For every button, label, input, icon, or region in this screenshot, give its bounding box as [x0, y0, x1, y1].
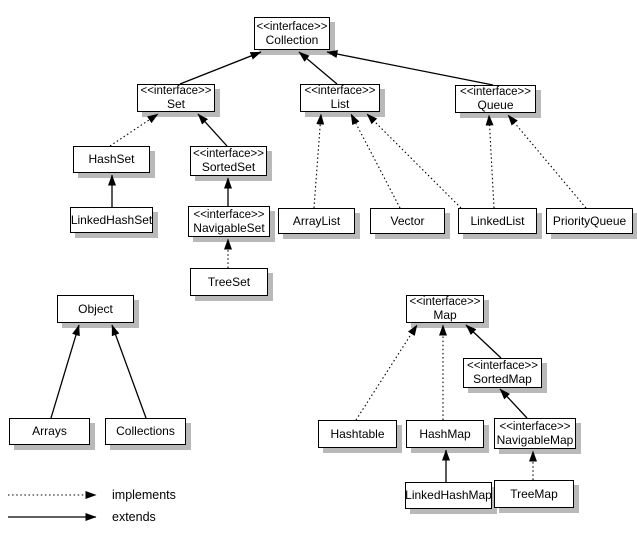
- node-list-name: List: [330, 97, 350, 111]
- node-vector: Vector: [370, 208, 445, 234]
- node-treeset: TreeSet: [190, 268, 268, 296]
- node-queue-stereotype: <<interface>>: [460, 86, 531, 98]
- node-sortedset-name: SortedSet: [201, 160, 256, 174]
- edge-queue-extends-collection: [326, 50, 494, 86]
- node-navigablemap-stereotype: <<interface>>: [499, 420, 571, 433]
- node-collection-stereotype: <<interface>>: [256, 20, 328, 33]
- edge-arraylist-implements-list: [313, 113, 325, 209]
- edge-vector-implements-list: [350, 113, 401, 209]
- legend-implements-label: implements: [112, 488, 176, 502]
- edge-linkedlist-implements-list: [366, 113, 462, 209]
- edge-sortedmap-extends-map: [465, 324, 502, 359]
- node-object-name: Object: [78, 301, 113, 316]
- node-list-stereotype: <<interface>>: [304, 85, 376, 97]
- node-hashtable-name: Hashtable: [330, 426, 385, 441]
- node-map-stereotype: <<interface>>: [409, 296, 481, 308]
- node-linkedlist-name: LinkedList: [470, 213, 525, 228]
- edge-list-extends-collection: [298, 51, 338, 85]
- node-queue-name: Queue: [477, 98, 514, 112]
- node-priorityqueue-name: PriorityQueue: [552, 213, 627, 228]
- edge-linkedlist-implements-queue: [485, 114, 495, 209]
- node-collections: Collections: [105, 418, 186, 445]
- node-navigableset-stereotype: <<interface>>: [193, 208, 265, 221]
- node-hashtable: Hashtable: [318, 420, 397, 448]
- edge-hashset-implements-set: [109, 113, 159, 147]
- node-collections-name: Collections: [116, 424, 175, 438]
- edge-hashtable-implements-map: [355, 324, 418, 421]
- node-linkedlist: LinkedList: [458, 208, 537, 234]
- node-queue-interface: <<interface>> Queue: [455, 85, 536, 113]
- node-sortedmap-name: SortedMap: [473, 372, 532, 386]
- node-map-interface: <<interface>> Map: [406, 295, 484, 323]
- node-object: Object: [57, 295, 134, 323]
- node-vector-name: Vector: [390, 213, 425, 228]
- edge-set-extends-collection: [179, 51, 262, 85]
- node-priorityqueue: PriorityQueue: [546, 208, 633, 234]
- node-arrays-name: Arrays: [32, 424, 67, 438]
- node-linkedhashmap-name: LinkedHashMap: [405, 488, 492, 502]
- node-sortedmap-stereotype: <<interface>>: [467, 360, 538, 372]
- node-sortedset-stereotype: <<interface>>: [193, 148, 264, 160]
- node-navigableset-name: NavigableSet: [193, 220, 265, 235]
- node-linkedhashset-name: LinkedHashSet: [70, 212, 153, 227]
- node-set-interface: <<interface>> Set: [137, 84, 215, 112]
- node-treemap-name: TreeMap: [510, 486, 558, 501]
- node-linkedhashmap: LinkedHashMap: [405, 482, 492, 509]
- node-collection-interface: <<interface>> Collection: [254, 17, 330, 50]
- node-collection-name: Collection: [265, 32, 319, 47]
- node-set-name: Set: [166, 97, 185, 111]
- node-navigableset-interface: <<interface>> NavigableSet: [188, 206, 270, 237]
- node-map-name: Map: [433, 308, 457, 322]
- edge-arrays-extends-object: [50, 324, 80, 419]
- node-linkedhashset: LinkedHashSet: [70, 207, 153, 233]
- node-arraylist: ArrayList: [278, 208, 355, 234]
- node-arraylist-name: ArrayList: [292, 213, 341, 228]
- node-hashmap-name: HashMap: [419, 426, 471, 441]
- edge-collections-extends-object: [111, 324, 147, 419]
- node-set-stereotype: <<interface>>: [140, 85, 212, 97]
- legend-extends-label: extends: [112, 510, 156, 524]
- node-treeset-name: TreeSet: [207, 274, 251, 289]
- node-arrays: Arrays: [9, 418, 90, 445]
- node-hashmap: HashMap: [406, 420, 484, 448]
- node-hashset-name: HashSet: [88, 152, 135, 166]
- node-navigablemap-name: NavigableMap: [496, 432, 574, 447]
- node-list-interface: <<interface>> List: [300, 84, 380, 112]
- node-sortedmap-interface: <<interface>> SortedMap: [463, 358, 542, 388]
- edge-navigablemap-extends-sortedmap: [499, 388, 528, 419]
- node-sortedset-interface: <<interface>> SortedSet: [190, 146, 267, 176]
- edge-priorityqueue-implements-queue: [507, 114, 587, 209]
- node-treemap: TreeMap: [494, 480, 574, 508]
- node-navigablemap-interface: <<interface>> NavigableMap: [494, 418, 576, 449]
- node-hashset: HashSet: [73, 146, 150, 173]
- edge-sortedset-extends-set: [197, 113, 228, 147]
